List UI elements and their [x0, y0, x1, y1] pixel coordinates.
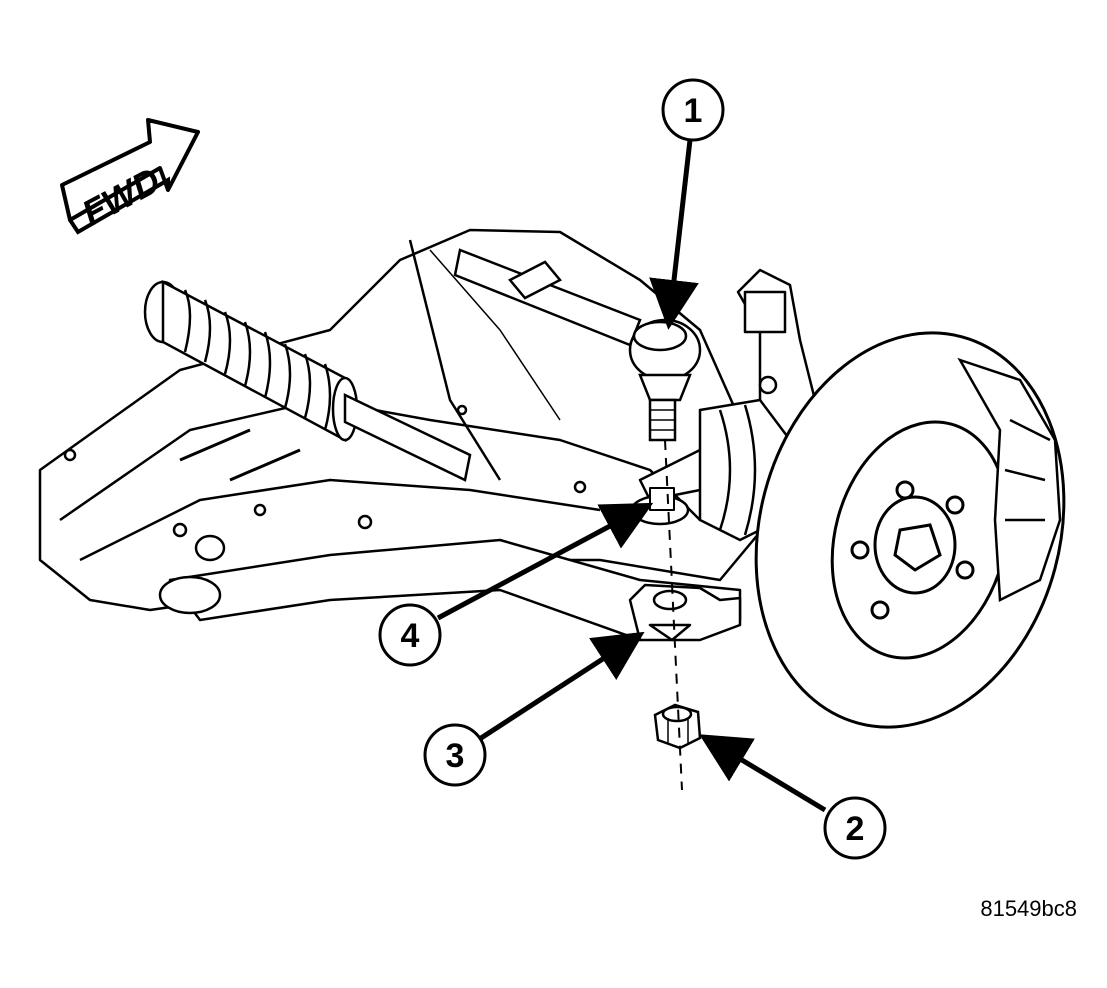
tie-rod: [453, 248, 642, 347]
outer-tie-rod-end: [628, 318, 702, 442]
callout-2: 2: [823, 796, 887, 860]
brake-caliper: [957, 357, 1062, 602]
leader-arrow-2: [699, 734, 827, 813]
forward-direction-arrow: FWD: [60, 118, 200, 235]
steering-arm: [628, 583, 742, 642]
callout-3: 3: [423, 723, 487, 787]
leader-arrow-1: [649, 139, 699, 330]
callout-1-number: 1: [684, 92, 703, 130]
figure-id-label: 81549bc8: [980, 896, 1077, 921]
assembly-axis-line: [664, 439, 683, 791]
leader-arrow-3: [476, 631, 645, 743]
tie-rod-end-nut: [653, 703, 702, 750]
callout-1: 1: [661, 78, 725, 142]
callout-4-number: 4: [401, 617, 420, 655]
callout-2-number: 2: [846, 810, 865, 848]
leader-lines: [436, 139, 827, 813]
callout-4: 4: [378, 603, 442, 667]
leader-arrow-4: [436, 502, 654, 621]
callout-3-number: 3: [446, 737, 465, 775]
steering-rack-boot: [143, 279, 472, 482]
